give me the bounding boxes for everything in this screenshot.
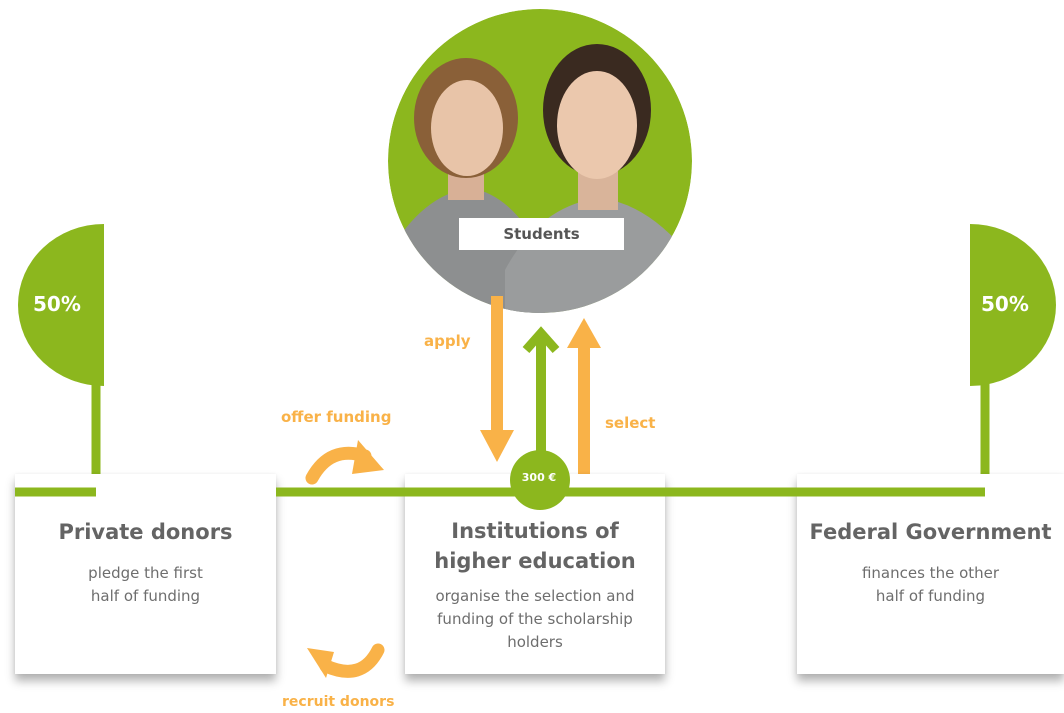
curved-arrow-right-icon [305,440,384,485]
recruit-donors-label: recruit donors [282,694,395,710]
institutions-title: Institutions of higher education [434,519,636,573]
federal-government-desc: finances the other half of funding [861,564,1000,605]
funding-arrow-up-icon [522,326,560,480]
curved-arrow-left-icon [307,643,385,678]
offer-funding-label: offer funding [281,408,392,426]
left-share-label: 50% [33,292,81,316]
left-share-shape [18,224,104,386]
private-donors-desc: pledge the first half of funding [88,564,203,605]
private-donors-box: Private donors pledge the first half of … [15,474,276,674]
right-share-shape [970,224,1056,386]
institutions-desc: organise the selection and funding of th… [435,587,635,651]
arrow-down-icon [480,296,514,462]
apply-label: apply [424,332,471,350]
students-photo [388,9,692,313]
arrow-up-icon [567,318,601,475]
select-label: select [605,414,656,432]
students-label: Students [459,218,624,250]
amount-label: 300 € [521,471,557,484]
right-share-label: 50% [981,292,1029,316]
private-donors-title: Private donors [58,520,233,544]
institutions-box: Institutions of higher education organis… [405,474,665,674]
federal-government-title: Federal Government [809,520,1052,544]
federal-government-box: Federal Government finances the other ha… [797,474,1064,674]
